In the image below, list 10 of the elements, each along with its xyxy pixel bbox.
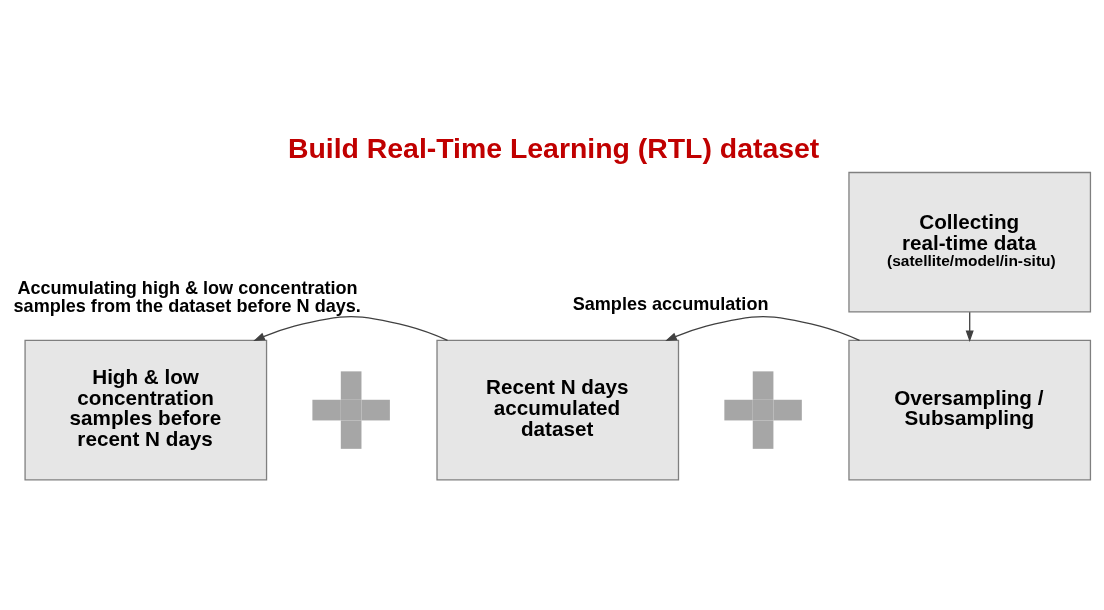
node-box: High & low concentration samples before recent N days — [24, 339, 268, 480]
edge-label: Samples accumulation — [572, 293, 769, 314]
arrow — [665, 315, 861, 341]
node-box: Recent N days accumulated dataset — [436, 339, 680, 480]
node-box: Collecting real-time data (satellite/model/in-situ) — [848, 171, 1092, 313]
node-box: Oversampling / Subsampling — [848, 339, 1092, 480]
arrow — [253, 315, 449, 341]
diagram-title: Build Real-Time Learning (RTL) dataset — [287, 131, 820, 164]
arrow — [965, 311, 974, 342]
edge-label: Accumulating high & low concentration samples from the dataset before N days. — [13, 277, 361, 316]
